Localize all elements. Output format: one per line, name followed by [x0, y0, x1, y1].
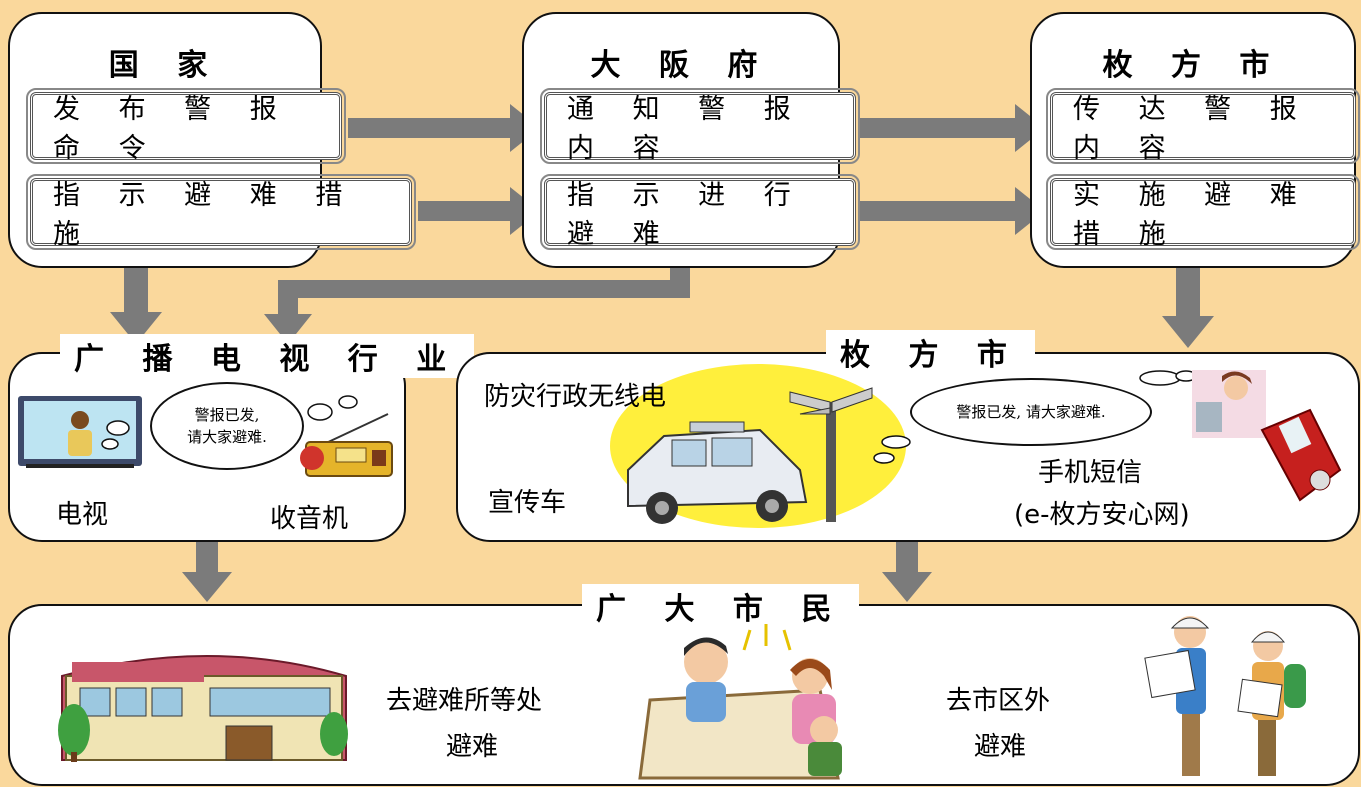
van-icon — [627, 421, 808, 524]
radio-label: 收音机 — [270, 504, 349, 534]
city-bubble: 警报已发, 请大家避难. — [910, 378, 1152, 446]
city-comm-title: 枚 方 市 — [826, 330, 1035, 374]
city-title: 枚 方 市 — [1102, 48, 1284, 83]
shelter-building-icon — [58, 655, 348, 762]
arrow-osaka-to-city-1 — [860, 104, 1045, 152]
national-item-warning: 发 布 警 报 命 令 — [26, 88, 346, 164]
mobile-sublabel: (e-枚方安心网) — [1014, 500, 1190, 530]
national-item-evacuation: 指 示 避 难 措 施 — [26, 174, 416, 250]
mobile-label: 手机短信 — [1038, 458, 1143, 488]
arrow-city-down — [1162, 268, 1214, 348]
speaker-tower-icon — [789, 387, 873, 522]
arrow-osaka-to-city-2 — [860, 187, 1045, 235]
national-title: 国 家 — [108, 48, 222, 83]
broadcast-bubble: 警报已发, 请大家避难. — [150, 382, 304, 470]
arrow-national-to-osaka-1 — [348, 104, 540, 152]
broadcast-title: 广 播 电 视 行 业 — [60, 334, 475, 378]
osaka-item-instruct: 指 示 进 行 避 难 — [540, 174, 860, 250]
city-item-implement: 实 施 避 难 措 施 — [1046, 174, 1360, 250]
mobile-user-icon — [1192, 370, 1342, 502]
arrow-national-to-osaka-2 — [418, 187, 540, 235]
radio-icon — [300, 413, 393, 477]
outside-label-1: 去市区外 — [946, 686, 1051, 716]
citizens-title: 广 大 市 民 — [582, 584, 860, 628]
wireless-label: 防灾行政无线电 — [484, 382, 667, 412]
tv-label: 电视 — [56, 500, 109, 530]
arrow-broadcast-down — [182, 542, 232, 602]
arrow-osaka-bent — [264, 268, 690, 344]
osaka-item-notify: 通 知 警 报 内 容 — [540, 88, 860, 164]
outside-label-2: 避难 — [974, 732, 1027, 762]
shelter-label-1: 去避难所等处 — [386, 686, 543, 716]
family-map-icon — [638, 624, 842, 780]
car-label: 宣传车 — [488, 488, 567, 518]
evacuating-people-icon — [1144, 616, 1306, 776]
osaka-title: 大 阪 府 — [590, 48, 772, 83]
arrow-national-down — [110, 268, 162, 344]
arrow-cityradio-down — [882, 542, 932, 602]
shelter-label-2: 避难 — [446, 732, 499, 762]
city-item-transmit: 传 达 警 报 内 容 — [1046, 88, 1360, 164]
